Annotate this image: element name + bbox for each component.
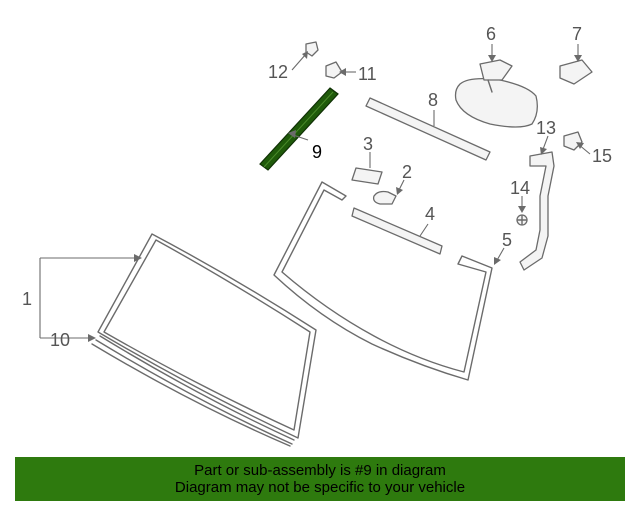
- callout-14: 14: [510, 178, 530, 198]
- mirror-cover: [559, 59, 593, 85]
- callout-10: 10: [50, 330, 70, 350]
- rear-view-mirror: [454, 59, 538, 128]
- highlighted-part-9: [259, 87, 339, 171]
- callout-1: 1: [22, 289, 32, 309]
- upper-moulding: [351, 207, 443, 255]
- callout-3: 3: [363, 134, 373, 154]
- callout-8: 8: [428, 90, 438, 110]
- parts-diagram: 1 10 2 3 4 5 6 7 8 9 11 12 13 14 15: [22, 24, 612, 447]
- adhesive-pad: [351, 167, 383, 185]
- retainer-part: [305, 41, 319, 57]
- pillar-trim: [519, 151, 555, 271]
- part-info-banner: Part or sub-assembly is #9 in diagram Di…: [15, 457, 625, 501]
- windshield-glass: [97, 233, 317, 439]
- callout-12: 12: [268, 62, 288, 82]
- callout-9: 9: [312, 142, 322, 162]
- callout-7: 7: [572, 24, 582, 44]
- banner-line-1: Part or sub-assembly is #9 in diagram: [194, 462, 446, 479]
- clip-part: [372, 190, 397, 205]
- roof-strip: [365, 97, 491, 161]
- lower-moulding-strip: [91, 335, 295, 447]
- clip-part-15: [563, 131, 583, 151]
- banner-line-2: Diagram may not be specific to your vehi…: [174, 479, 466, 496]
- callout-13: 13: [536, 118, 556, 138]
- callout-11: 11: [358, 64, 377, 84]
- callout-5: 5: [502, 230, 512, 250]
- bracket-part: [325, 61, 343, 79]
- windshield-frame: [273, 181, 493, 381]
- callout-4: 4: [425, 204, 435, 224]
- screw-part: [516, 214, 528, 226]
- callout-6: 6: [486, 24, 496, 44]
- callout-15: 15: [592, 146, 612, 166]
- callout-2: 2: [402, 162, 412, 182]
- leader-lines: [39, 44, 591, 342]
